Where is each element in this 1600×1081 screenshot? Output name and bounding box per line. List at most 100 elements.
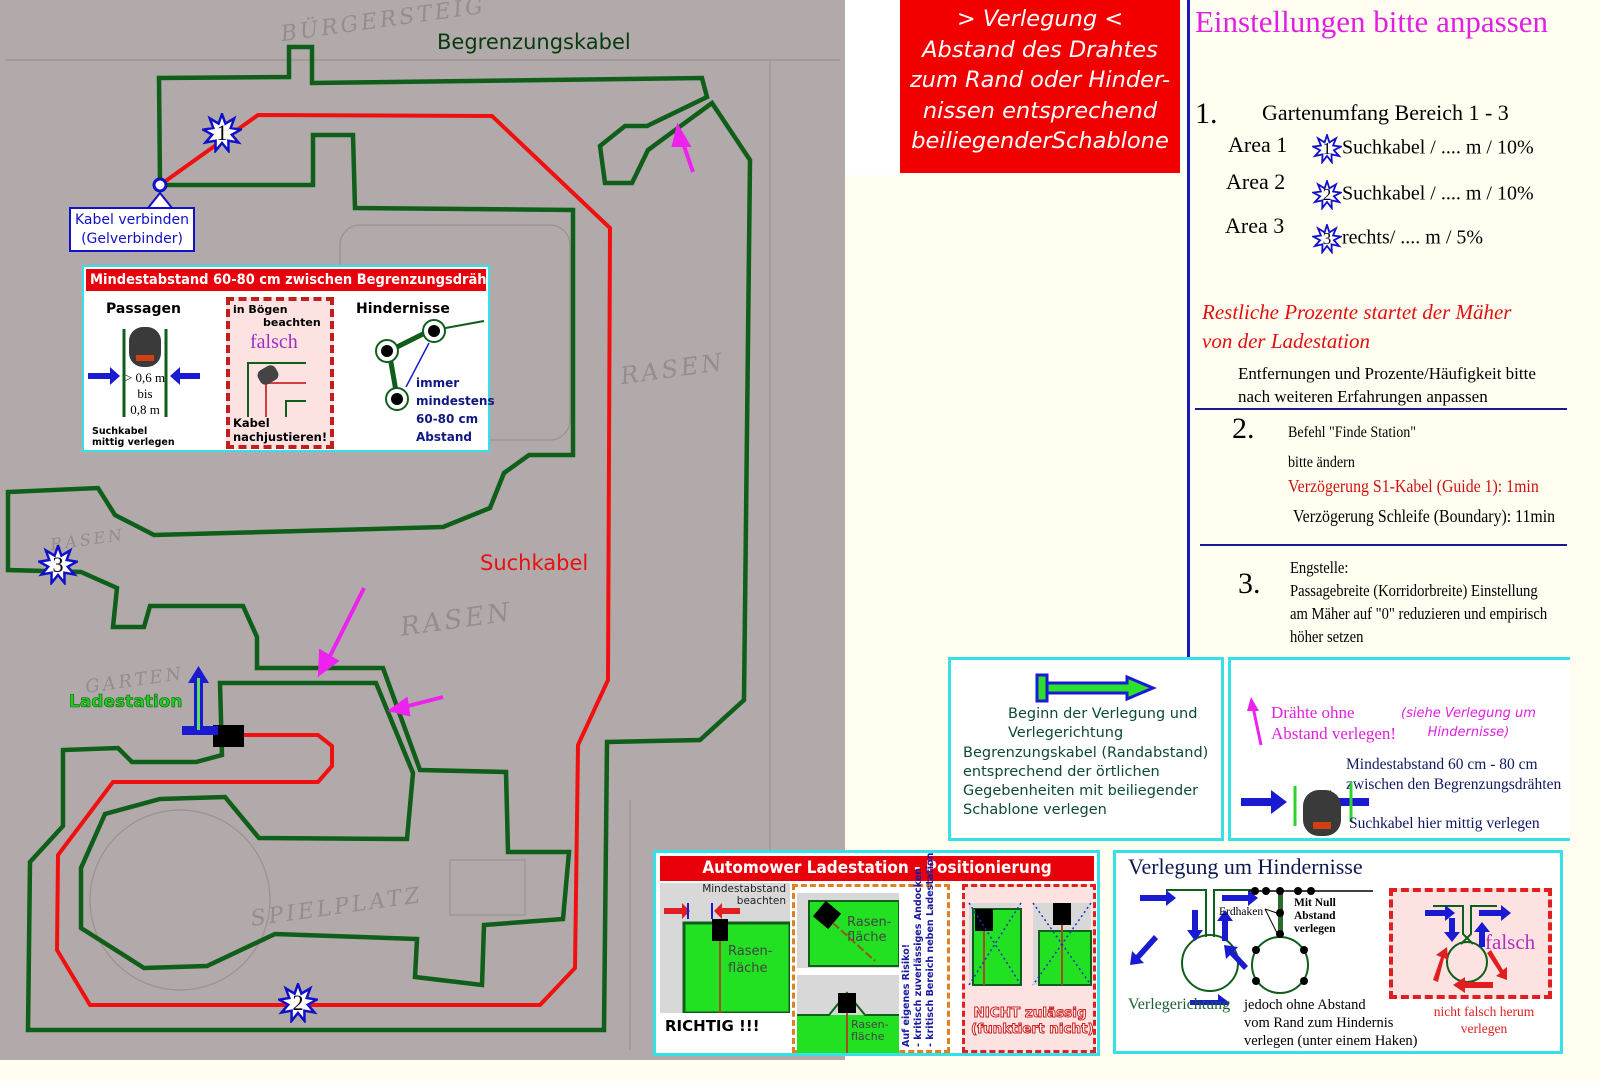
min-distance-legend: Mindestabstand 60-80 cm zwischen Begrenz… [82,265,495,452]
section-number: 1. [1195,97,1218,130]
note-line: Abstand [416,430,472,444]
star-shape [278,983,318,1023]
label-line: (funktiert nicht) [971,1021,1095,1038]
label-line: Abstand [1294,910,1336,922]
lawn-label: Rasen- fläche [847,915,891,945]
star-number: 3 [1322,229,1332,248]
risk-panel: Rasen- fläche Rasen- fläche Auf eigenes … [792,853,950,1053]
area-label: Area 3 [1225,213,1285,238]
curves-title: in Bögen beachten [233,303,321,329]
obstacle-laying-box: Verlegung um Hindernisse Verlegerichtung… [1113,850,1563,1054]
passagen-title: Passagen [106,301,181,317]
lawn-label: Rasen- fläche [851,1019,889,1043]
correct-position-panel: Mindestabstand beachten Rasen- fläche [660,883,790,1013]
settings-title: Einstellungen bitte anpassen [1195,4,1548,39]
start-direction-arrow-icon [182,666,218,735]
margin [845,0,905,175]
star-icon: 2 [1310,178,1344,211]
no-distance-arrows [317,122,695,717]
note-line: Drähte ohne [1271,703,1355,722]
star-3-icon: 3 [38,545,78,585]
note-line: von der Ladestation [1202,329,1370,353]
star-shape [1310,132,1344,165]
label-line: Rasen- [851,1018,889,1031]
not-allowed-diagram [968,902,1092,986]
wrong-direction-diagram [1425,905,1511,993]
correct-direction-diagram [1130,889,1258,1005]
star-1-icon: 1 [202,113,242,153]
mower-passage-icon [1241,782,1369,836]
star-icon: 3 [1310,222,1344,255]
legend-title: Mindestabstand 60-80 cm zwischen Begrenz… [86,269,486,291]
instruction-line: beiliegenderSchablone [911,128,1169,154]
risk-note: Auf eigenes Risiko! - kritisch zuverläss… [901,853,937,1047]
area-setting-text: rechts/ .... m / 5% [1342,226,1484,249]
note-line: Auf eigenes Risiko! [901,943,912,1047]
instruction-line: nissen entsprechend [922,97,1158,124]
star-shape [1310,222,1344,255]
curves-warning-panel: in Bögen beachten falsch Kabel nachjusti… [226,297,334,449]
area-label: Area 2 [1226,169,1286,194]
divider [1195,408,1567,410]
remaining-note: Restliche Prozente startet der Mäher von… [1202,298,1511,356]
note-line: verlegen (unter einem Haken) [1244,1033,1418,1049]
note-line: Hindernisse) [1427,725,1510,740]
setting-line: am Mäher auf "0" reduzieren und empirisc… [1290,604,1548,623]
see-obstacles-note: (siehe Verlegung um Hindernisse) [1401,704,1536,742]
note-line: vom Rand zum Hindernis [1244,1015,1394,1031]
label-line: verlegen [1294,923,1336,935]
pink-arrow-icon [1247,697,1263,746]
passage-diagram [88,327,200,417]
note-line: Kabel [233,416,270,430]
title-line: beachten [263,316,321,329]
hooks-label: Erdhaken [1219,906,1264,918]
garden-sketch: BÜRGERSTEIG RASEN RASEN RASEN SPIELPLATZ… [0,0,845,1060]
note-line: Abstand verlegen! [1271,724,1397,743]
narrow-passage-setting: Engstelle: Passagebreite (Korridorbreite… [1290,556,1547,648]
section-number: 2. [1232,412,1255,445]
setting-line: Passagebreite (Korridorbreite) Einstellu… [1290,581,1538,600]
correct-diagram [664,903,790,1013]
start-direction-box: Beginn der Verlegung und Verlegerichtung… [948,657,1224,841]
guide-cable-label: Suchkabel [480,551,589,575]
label-line: Mit Null [1294,897,1336,909]
note-line: - kritisch Bereich neben Ladestation [925,852,936,1047]
star-number: 3 [52,552,64,577]
label-line: beachten [736,895,786,907]
star-shape [38,545,78,585]
note-line: mindestens [416,394,495,408]
boundary-cable-label: Begrenzungskabel [437,30,631,54]
obstacles-diagram [375,319,485,411]
wrong-direction-note: nicht falsch herum verlegen [1424,1003,1544,1037]
wrong-direction-panel: falsch [1389,888,1552,999]
distance-line: bis [137,386,153,401]
mower-icon [1303,790,1341,836]
text-line: Schablone verlegen [963,802,1107,819]
note-line: Entfernungen und Prozente/Häufigkeit bit… [1238,364,1536,383]
star-shape [202,113,242,153]
note-line: zwischen den Begrenzungsdrähten [1346,776,1562,793]
label-line: fläche [851,1030,885,1043]
setting-line: bitte ändern [1288,454,1355,471]
star-icon: 1 [1310,132,1344,165]
note-line: (siehe Verlegung um [1401,706,1536,721]
title-line: in Bögen [233,303,288,316]
start-direction-text: Beginn der Verlegung und Verlegerichtung… [963,705,1208,821]
area-label: Area 1 [1228,132,1288,157]
earth-hook-diagram [1249,887,1373,994]
zero-distance-label: Mit Null Abstand verlegen [1294,897,1336,936]
distance-line: > 0,6 m [124,370,166,385]
star-2-icon: 2 [278,983,318,1023]
star-shape [1310,178,1344,211]
wrong-label: falsch [1485,930,1536,954]
star-number: 2 [1322,185,1332,204]
guide-cable [54,112,613,1007]
min-distance-label: Mindestabstand beachten [702,883,786,907]
star-number: 1 [216,120,228,145]
note-line: nach weiteren Erfahrungen anpassen [1238,387,1488,406]
note-line: verlegen [1460,1021,1508,1036]
note-line: nachjustieren! [233,430,328,444]
label-line: Rasen- [847,915,892,930]
note-line: Mindestabstand 60 cm - 80 cm [1346,756,1538,773]
